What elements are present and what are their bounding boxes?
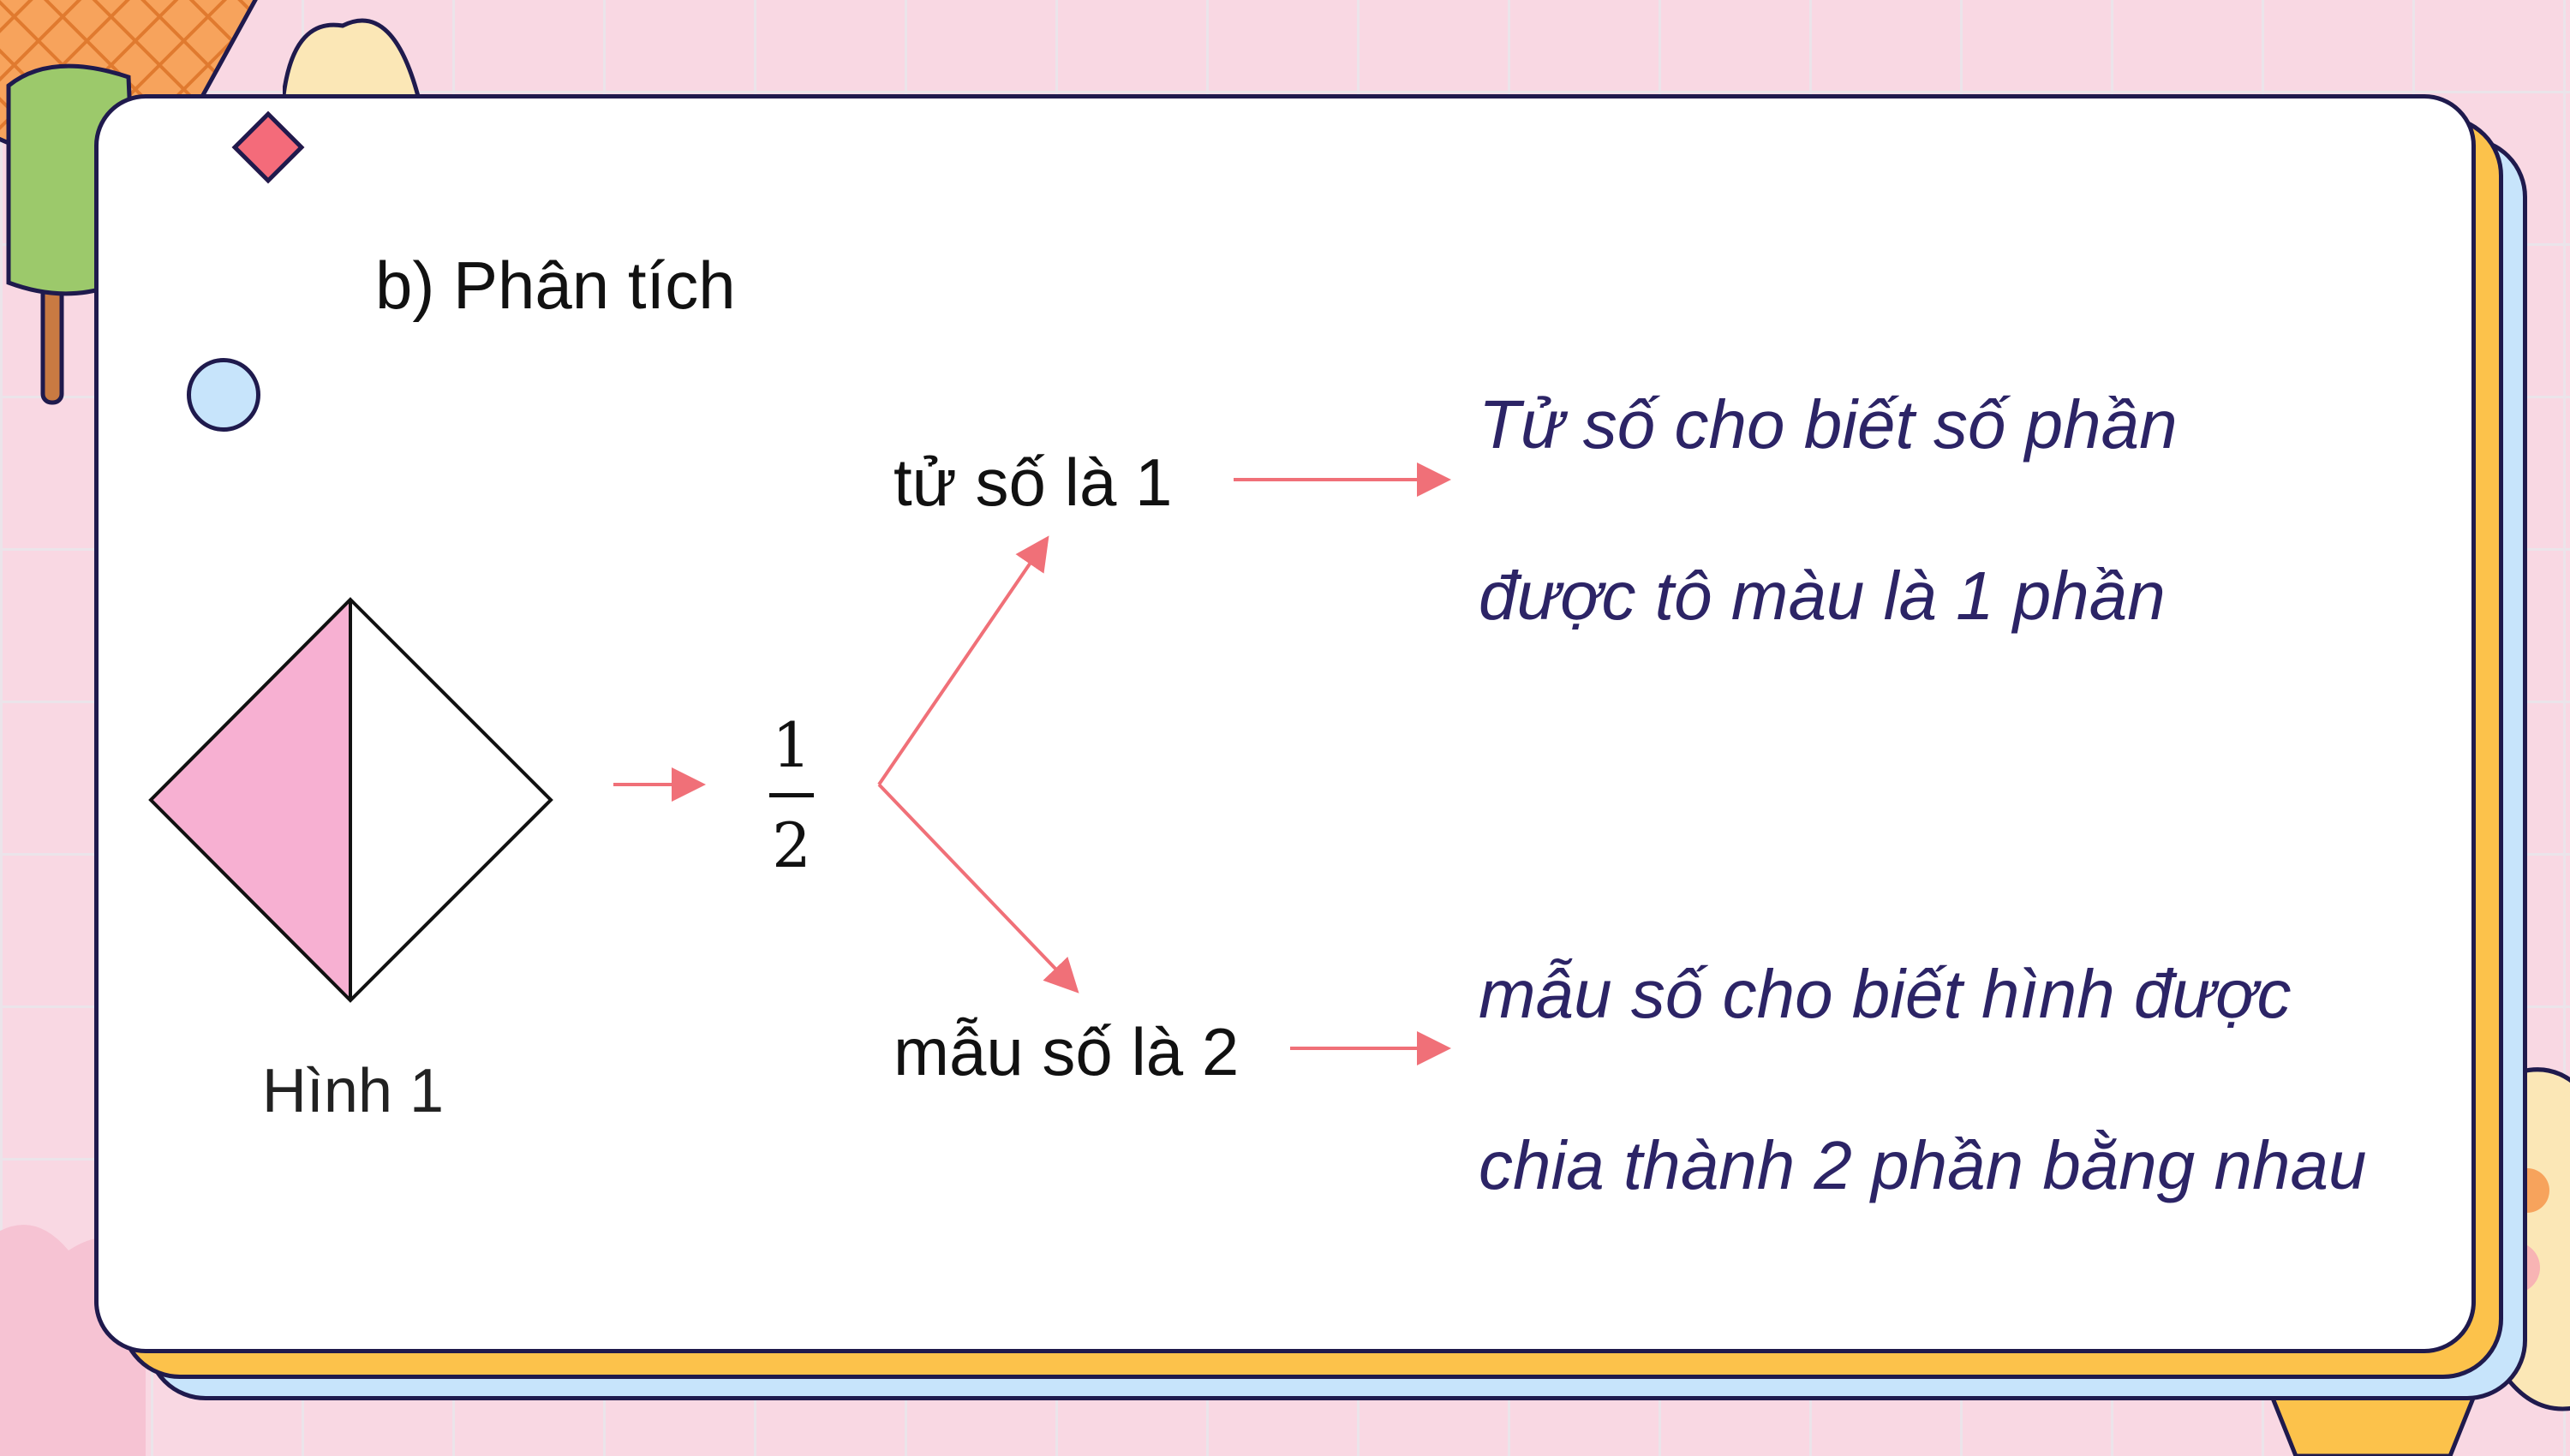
fraction-one-half: 1 2: [750, 702, 833, 888]
circle-icon: [187, 358, 260, 432]
denominator-label: mẫu số là 2: [894, 1014, 1240, 1089]
numerator-explanation-line-2: được tô màu là 1 phần: [1479, 558, 2166, 634]
figure-caption: Hình 1: [261, 1057, 445, 1125]
fraction-to-numerator-arrow: [877, 535, 1049, 786]
figure-panel: Hình 1: [144, 572, 562, 1172]
fraction-denominator: 2: [772, 809, 811, 881]
fraction-numerator: 1: [772, 709, 811, 781]
section-heading: b) Phân tích: [375, 248, 736, 323]
numerator-explanation-line-1: Tử số cho biết số phần: [1479, 386, 2178, 462]
diamond-figure: [148, 597, 553, 1003]
denominator-explanation-line-2: chia thành 2 phần bằng nhau: [1479, 1127, 2367, 1203]
fraction-bar: [769, 793, 814, 797]
shaded-half: [151, 600, 350, 1000]
numerator-label: tử số là 1: [894, 445, 1173, 520]
ice-cream-scoop-decoration: [283, 18, 420, 103]
fraction-to-denominator-arrow: [877, 783, 1079, 994]
denominator-explanation-line-1: mẫu số cho biết hình được: [1479, 956, 2292, 1032]
unshaded-half: [350, 600, 551, 1000]
